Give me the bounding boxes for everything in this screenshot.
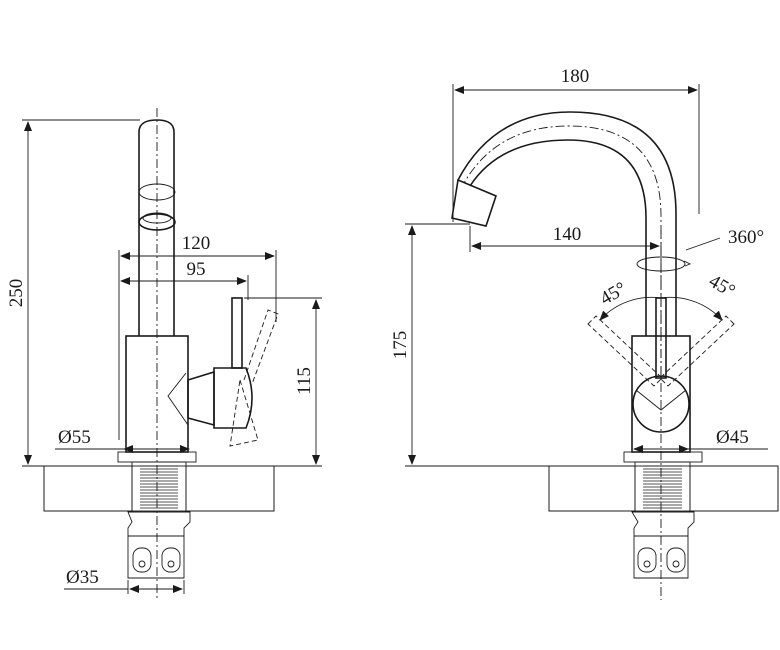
lever-angle-left-label: 45° (597, 278, 631, 309)
front-swivel-indicator: 360° (636, 227, 764, 290)
dim-180: 180 (452, 66, 700, 222)
front-handle-hub (635, 389, 687, 411)
dim-diameter-45: Ø45 (633, 427, 768, 453)
lever-angle-right-label: 45° (705, 271, 739, 302)
dim-diameter-45-label: Ø45 (716, 427, 749, 448)
front-countertop (548, 465, 779, 512)
dim-250-label: 250 (6, 279, 27, 308)
dim-diameter-55: Ø55 (55, 427, 190, 453)
dim-95-label: 95 (187, 259, 206, 280)
front-view: 360° 45° 45° 180 140 175 (390, 66, 779, 600)
swivel-angle-label: 360° (728, 227, 764, 248)
dim-115-label: 115 (294, 367, 315, 395)
dim-175: 175 (390, 223, 549, 467)
dim-diameter-55-label: Ø55 (58, 427, 91, 448)
dim-140-label: 140 (553, 224, 582, 245)
front-spout (451, 111, 677, 336)
front-threaded-shank (634, 461, 691, 513)
front-connector (631, 511, 695, 579)
dim-250: 250 (6, 119, 140, 467)
dim-180-label: 180 (561, 66, 590, 87)
dim-120: 120 (118, 233, 277, 440)
side-countertop (43, 465, 275, 512)
front-lever-angles: 45° 45° (597, 271, 739, 321)
dim-diameter-35-label: Ø35 (66, 567, 99, 588)
front-handle-disc (632, 375, 690, 433)
dim-115: 115 (244, 297, 322, 467)
dim-diameter-35: Ø35 (64, 567, 185, 594)
side-view: 250 120 95 115 Ø55 (6, 108, 322, 600)
front-base-ring (623, 451, 703, 463)
side-threaded-shank (131, 461, 187, 513)
dim-140: 140 (469, 224, 660, 252)
dim-95: 95 (120, 259, 249, 300)
side-connector (127, 511, 191, 579)
dim-120-label: 120 (182, 233, 211, 254)
dim-175-label: 175 (390, 331, 411, 360)
side-lever (167, 297, 279, 447)
